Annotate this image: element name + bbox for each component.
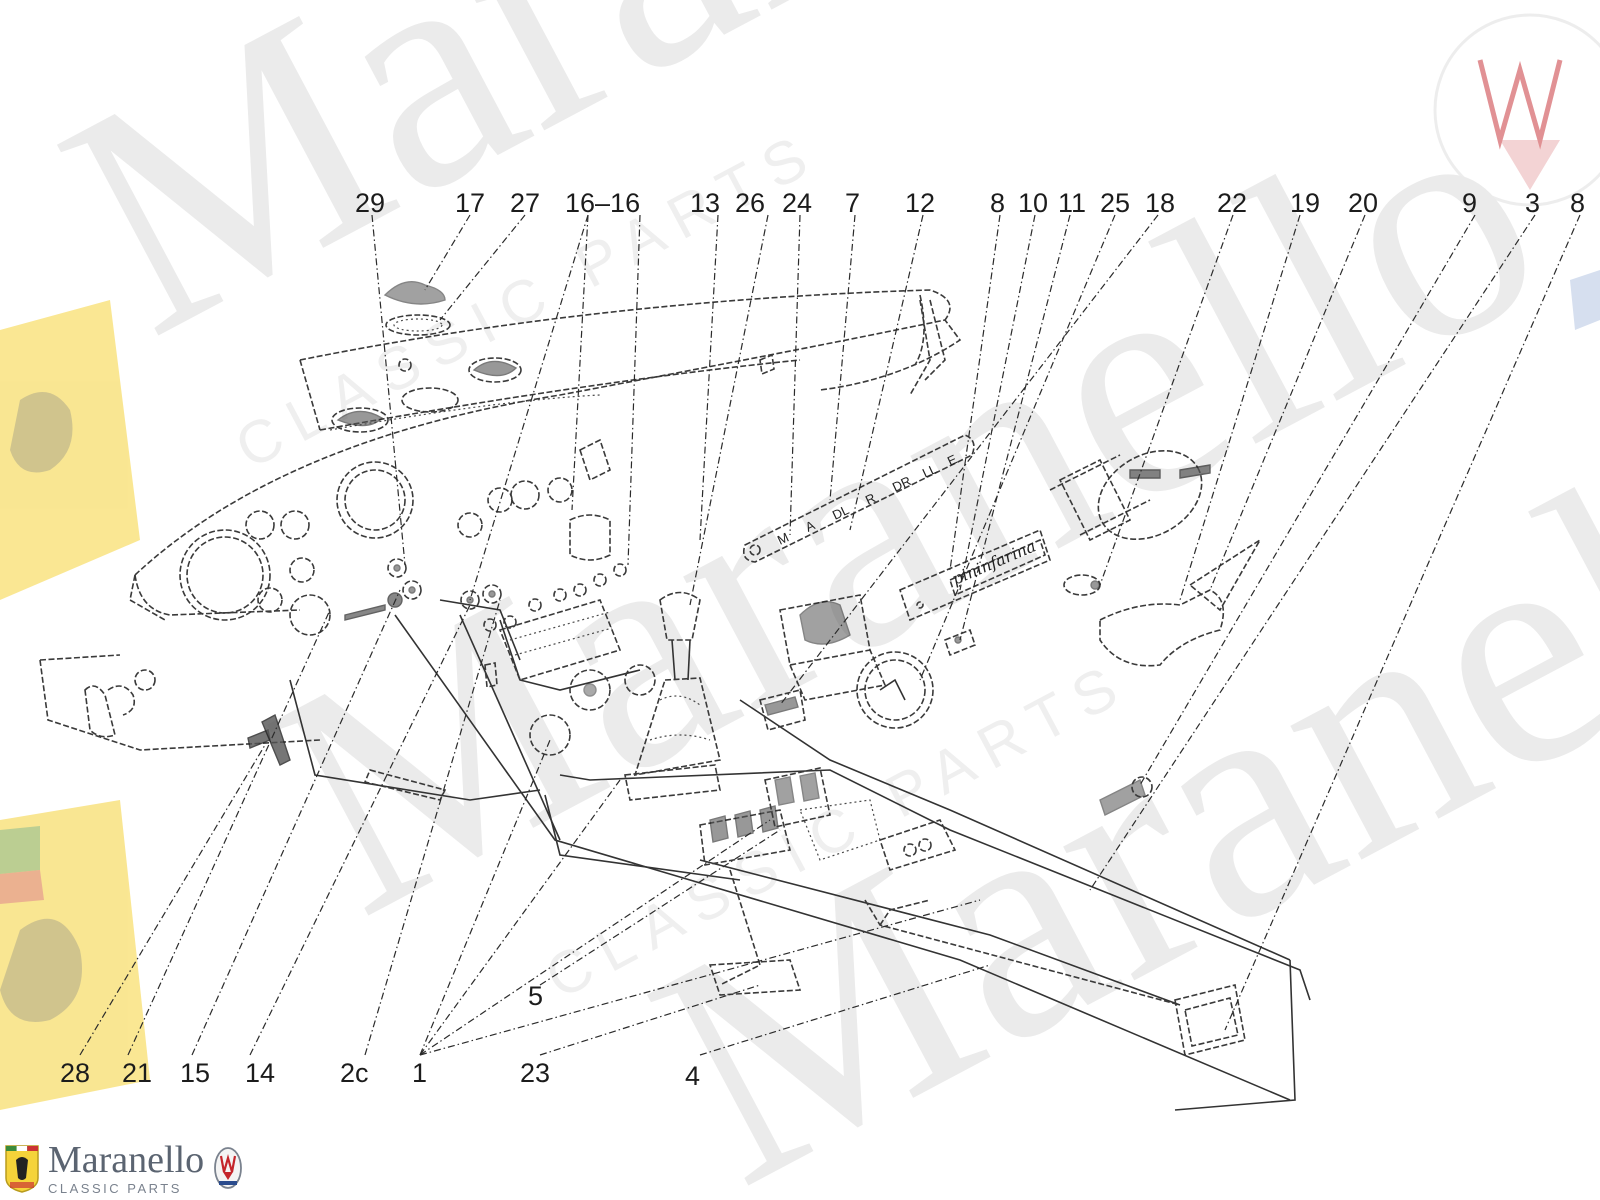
callout-13: 13 xyxy=(690,188,720,218)
callout-9: 9 xyxy=(1462,188,1477,218)
footer-brand-sub: CLASSIC PARTS xyxy=(48,1181,182,1196)
callout-8-left: 8 xyxy=(990,188,1005,218)
ferrari-shield-watermark-icon xyxy=(0,300,150,1110)
maserati-trident-icon xyxy=(214,1146,243,1189)
callout-12: 12 xyxy=(905,188,935,218)
ignition-key xyxy=(247,713,291,766)
gear-selector-plate: M A DL R DR LL E xyxy=(742,434,975,563)
callout-5: 5 xyxy=(528,981,543,1011)
maserati-watermark-icon xyxy=(1433,13,1600,330)
callout-numbers: 29 17 27 16–16 13 26 24 7 12 8 10 11 25 … xyxy=(60,188,1585,1091)
callout-24: 24 xyxy=(782,188,812,218)
ferrari-shield-icon xyxy=(5,1144,39,1193)
console-switches xyxy=(484,594,887,866)
gear-letter-dl: DL xyxy=(830,502,851,523)
switch-cluster xyxy=(387,558,627,632)
callout-20: 20 xyxy=(1348,188,1378,218)
callout-27: 27 xyxy=(510,188,540,218)
speaker-housing xyxy=(1049,449,1211,542)
callout-29: 29 xyxy=(355,188,385,218)
exploded-view-drawing: M A DL R DR LL E pininfarina xyxy=(39,281,1311,1111)
callout-22: 22 xyxy=(1217,188,1247,218)
footer-brand-text: Maranello CLASSIC PARTS xyxy=(48,1141,204,1196)
callout-3: 3 xyxy=(1525,188,1540,218)
callout-2c: 2c xyxy=(340,1058,369,1088)
footer-logo: Maranello CLASSIC PARTS xyxy=(4,1141,244,1196)
callout-25: 25 xyxy=(1100,188,1130,218)
footer-brand-name: Maranello xyxy=(48,1139,205,1181)
callout-17: 17 xyxy=(455,188,485,218)
callout-7: 7 xyxy=(845,188,860,218)
console-clock xyxy=(856,651,934,729)
dashboard-shelf xyxy=(134,289,962,576)
gear-letter-ll: LL xyxy=(920,461,939,481)
callout-1: 1 xyxy=(412,1058,427,1088)
callout-14: 14 xyxy=(245,1058,275,1088)
callout-10: 10 xyxy=(1018,188,1048,218)
callout-21: 21 xyxy=(122,1058,152,1088)
gear-lever xyxy=(624,591,802,996)
callout-28: 28 xyxy=(60,1058,90,1088)
callout-16-16: 16–16 xyxy=(565,188,640,218)
side-trim xyxy=(914,294,946,381)
fixing-bolt xyxy=(1099,776,1153,816)
callout-26: 26 xyxy=(735,188,765,218)
callout-8-right: 8 xyxy=(1570,188,1585,218)
callout-19: 19 xyxy=(1290,188,1320,218)
callout-4: 4 xyxy=(685,1061,700,1091)
gear-letter-dr: DR xyxy=(890,473,913,495)
callout-11: 11 xyxy=(1058,188,1086,218)
callout-15: 15 xyxy=(180,1058,210,1088)
heater-vent-parts xyxy=(383,281,451,336)
leader-lines xyxy=(79,214,1581,1056)
instrument-panel xyxy=(39,438,611,751)
callout-23: 23 xyxy=(520,1058,550,1088)
callout-18: 18 xyxy=(1145,188,1175,218)
centre-console xyxy=(289,599,1311,1111)
